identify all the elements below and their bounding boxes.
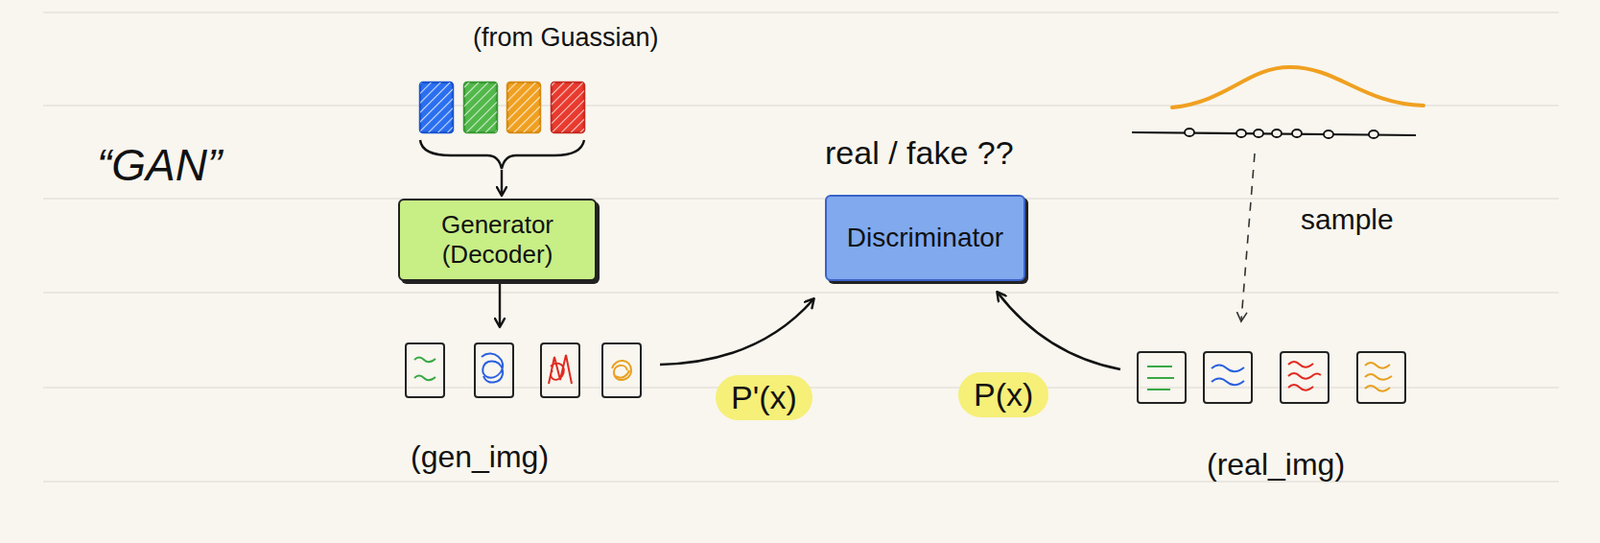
arrow bbox=[498, 283, 501, 327]
source-note: (from Guassian) bbox=[472, 23, 659, 53]
sample-arrow bbox=[1241, 153, 1255, 321]
distribution-curve bbox=[1172, 67, 1424, 108]
discriminator-box: Discriminator bbox=[824, 194, 1026, 282]
sample-label: sample bbox=[1300, 203, 1394, 237]
arrow bbox=[500, 169, 503, 195]
set-label: (real_img) bbox=[1206, 447, 1345, 483]
latent-vectors bbox=[420, 82, 585, 133]
set-label: (gen_img) bbox=[410, 439, 549, 475]
real-images bbox=[1137, 352, 1406, 403]
question-label: real / fake ?? bbox=[824, 134, 1014, 172]
sample-points bbox=[1184, 128, 1379, 139]
generator-box: Generator (Decoder) bbox=[398, 198, 597, 282]
distribution-label: P'(x) bbox=[715, 375, 813, 421]
generated-images bbox=[405, 343, 641, 398]
distribution-label: P(x) bbox=[958, 372, 1049, 418]
ruled-lines bbox=[43, 12, 1559, 482]
box-text: Discriminator bbox=[847, 221, 1004, 255]
diagram-title: “GAN” bbox=[96, 140, 222, 191]
arrow bbox=[997, 292, 1121, 370]
brace bbox=[420, 140, 585, 169]
arrow bbox=[659, 299, 814, 365]
box-text: Generator (Decoder) bbox=[413, 210, 582, 270]
